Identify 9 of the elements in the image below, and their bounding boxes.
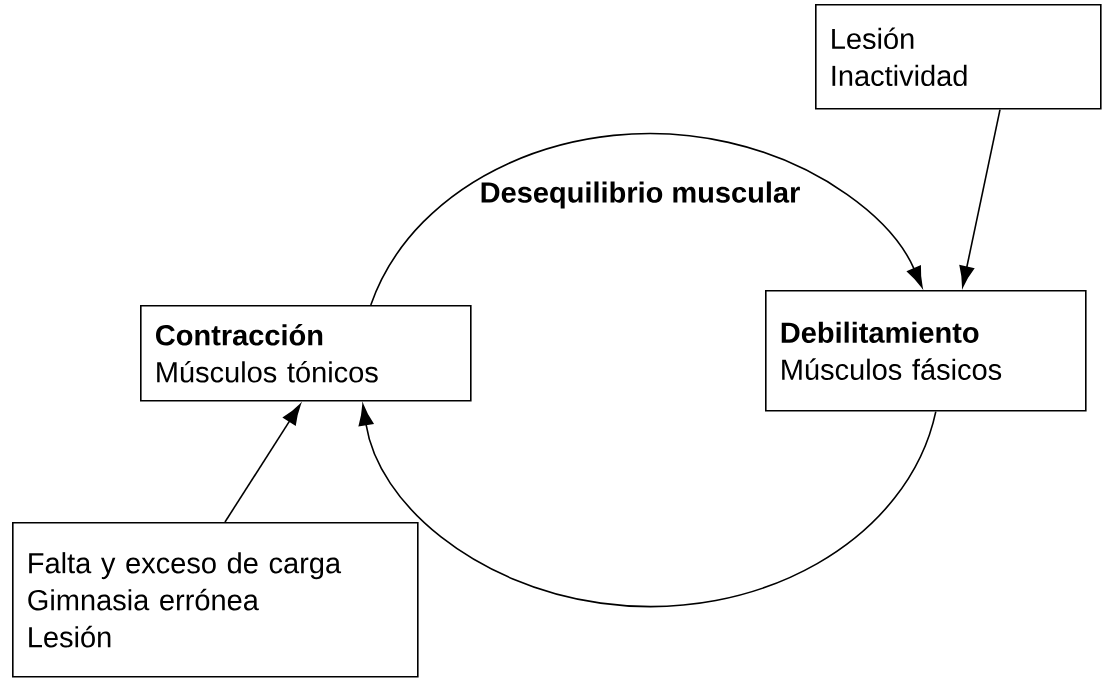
text-box: Falta y exceso de carga Gimnasia errónea Lesión — [12, 522, 419, 678]
text-box: Lesión Inactividad — [815, 4, 1102, 110]
arrow — [370, 132, 923, 306]
text-box: Contracción Músculos tónicos — [140, 305, 472, 402]
arrow — [224, 403, 301, 523]
text-box: Debilitamiento Músculos fásicos — [765, 290, 1087, 412]
arrow — [959, 108, 1001, 288]
circle-label: Desequilibrio muscular — [481, 181, 800, 209]
arrow — [358, 404, 937, 608]
